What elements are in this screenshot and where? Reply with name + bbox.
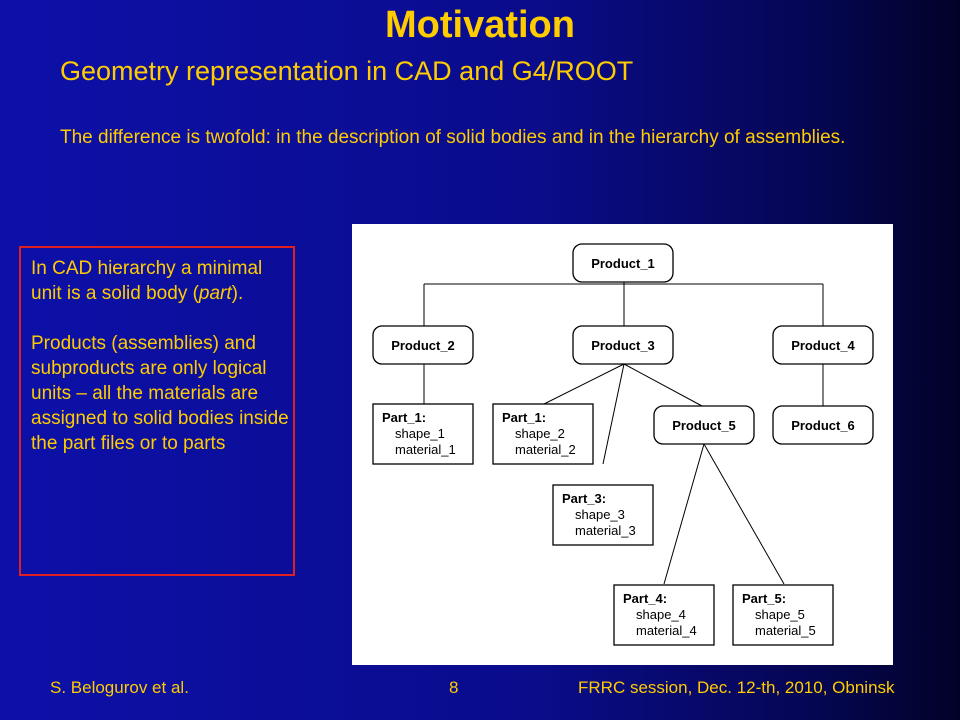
part-p3-1-name: Part_1:	[502, 410, 546, 425]
part-p3-3-name: Part_3:	[562, 491, 606, 506]
part-p3-3-shape: shape_3	[575, 507, 625, 522]
part-p2-1-name: Part_1:	[382, 410, 426, 425]
part-p5-4-name: Part_4:	[623, 591, 667, 606]
part-p5-4-shape: shape_4	[636, 607, 686, 622]
intro-text: The difference is twofold: in the descri…	[60, 127, 846, 148]
part-p5-5-name: Part_5:	[742, 591, 786, 606]
footer-page-number: 8	[449, 678, 459, 697]
product-5-box	[653, 405, 755, 445]
slide-subtitle: Geometry representation in CAD and G4/RO…	[60, 56, 634, 86]
part-p5-4-material: material_4	[636, 623, 697, 638]
part-p3-1-box	[492, 403, 594, 465]
hierarchy-diagram: Product_1 Product_2 Product_3 Product_4 …	[352, 224, 893, 665]
part-p3-1-material: material_2	[515, 442, 576, 457]
connector-p3-p5	[623, 363, 703, 407]
product-1-label: Product_1	[591, 256, 655, 271]
part-p2-1-material: material_1	[395, 442, 456, 457]
note-paragraph-2: Products (assemblies) and subproducts ar…	[31, 333, 289, 454]
note-p1-prefix: In CAD hierarchy a minimal unit is a sol…	[31, 258, 263, 304]
part-p2-1-box	[372, 403, 474, 465]
product-1-box	[572, 243, 674, 283]
hierarchy-tree: Product_1 Product_2 Product_3 Product_4 …	[372, 243, 874, 646]
part-p3-1-shape: shape_2	[515, 426, 565, 441]
product-2-box	[372, 325, 474, 365]
product-3-box	[572, 325, 674, 365]
product-6-label: Product_6	[791, 418, 855, 433]
product-2-label: Product_2	[391, 338, 455, 353]
cad-hierarchy-note: In CAD hierarchy a minimal unit is a sol…	[19, 246, 295, 576]
part-p3-3-box	[552, 484, 654, 546]
part-p3-3-material: material_3	[575, 523, 636, 538]
slide-title: Motivation	[385, 4, 575, 46]
product-node-shapes	[372, 243, 874, 445]
part-node-shapes	[372, 403, 834, 646]
product-4-box	[772, 325, 874, 365]
part-p5-5-box	[732, 584, 834, 646]
tree-connectors	[423, 282, 824, 585]
connector-p3-part1	[543, 363, 625, 405]
part-p5-5-shape: shape_5	[755, 607, 805, 622]
product-node-labels: Product_1 Product_2 Product_3 Product_4 …	[391, 256, 855, 433]
connector-p5-part4	[663, 443, 705, 585]
note-p1-italic: part	[198, 283, 232, 304]
footer-event: FRRC session, Dec. 12-th, 2010, Obninsk	[578, 678, 895, 697]
product-3-label: Product_3	[591, 338, 655, 353]
connector-p5-part5	[703, 443, 785, 585]
part-node-labels: Part_1: shape_1 material_1 Part_1: shape…	[382, 410, 816, 638]
part-p2-1-shape: shape_1	[395, 426, 445, 441]
footer-author: S. Belogurov et al.	[50, 678, 189, 697]
connector-p3-part3	[602, 363, 625, 465]
product-4-label: Product_4	[791, 338, 855, 353]
product-6-box	[772, 405, 874, 445]
part-p5-5-material: material_5	[755, 623, 816, 638]
part-p5-4-box	[613, 584, 715, 646]
product-5-label: Product_5	[672, 418, 736, 433]
note-paragraph-1: In CAD hierarchy a minimal unit is a sol…	[31, 256, 289, 306]
note-p1-suffix: ).	[231, 283, 244, 304]
